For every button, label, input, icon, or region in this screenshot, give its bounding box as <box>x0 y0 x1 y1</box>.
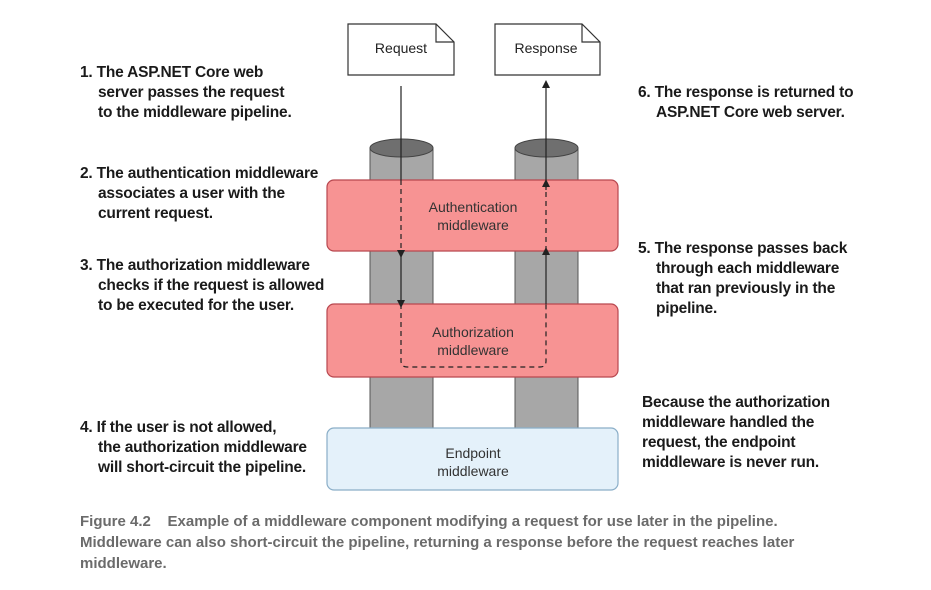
figure-caption: Figure 4.2 Example of a middleware compo… <box>80 511 880 574</box>
request-document: Request <box>347 23 455 76</box>
authentication-middleware-box: Authentication middleware <box>326 179 619 252</box>
note-step-3-line1: 3. The authorization middleware <box>80 257 310 274</box>
note-step-3-line2: checks if the request is allowed <box>98 277 325 294</box>
note-step-6-line1: 6. The response is returned to <box>638 84 854 101</box>
note-step-2-line3: current request. <box>98 205 213 222</box>
note-step-3-line3: to be executed for the user. <box>98 297 294 314</box>
endpoint-label-line1: Endpoint <box>445 445 500 461</box>
response-document: Response <box>494 23 601 76</box>
note-step-1-line3: to the middleware pipeline. <box>98 104 292 121</box>
request-label: Request <box>375 40 427 56</box>
authorization-label-line1: Authorization <box>432 324 514 340</box>
note-step-2-line2: associates a user with the <box>98 185 285 202</box>
response-label: Response <box>514 40 577 56</box>
note-endpoint-line3: request, the endpoint <box>642 434 796 451</box>
endpoint-middleware-box: Endpoint middleware <box>326 427 619 491</box>
note-endpoint-line1: Because the authorization <box>642 394 830 411</box>
note-step-4-line1: 4. If the user is not allowed, <box>80 419 277 436</box>
note-step-6-line2: ASP.NET Core web server. <box>656 104 845 121</box>
note-step-4-line3: will short-circuit the pipeline. <box>98 459 307 476</box>
note-step-5-line3: that ran previously in the <box>656 280 836 297</box>
note-step-5: 5. The response passes back through each… <box>638 239 847 319</box>
authentication-label-line1: Authentication <box>429 199 518 215</box>
note-step-1-line2: server passes the request <box>98 84 285 101</box>
endpoint-label-line2: middleware <box>437 463 509 479</box>
note-step-1-line1: 1. The ASP.NET Core web <box>80 64 264 81</box>
note-step-2-line1: 2. The authentication middleware <box>80 165 319 182</box>
note-step-6: 6. The response is returned to ASP.NET C… <box>638 83 854 123</box>
note-endpoint-line2: middleware handled the <box>642 414 815 431</box>
authorization-label-line2: middleware <box>437 342 509 358</box>
note-step-5-line1: 5. The response passes back <box>638 240 848 257</box>
authentication-label-line2: middleware <box>437 217 509 233</box>
note-step-2: 2. The authentication middleware associa… <box>80 164 318 224</box>
note-step-4-line2: the authorization middleware <box>98 439 307 456</box>
note-endpoint-not-run: Because the authorization middleware han… <box>642 393 830 473</box>
note-step-5-line2: through each middleware <box>656 260 840 277</box>
figure-caption-line2: Middleware can also short-circuit the pi… <box>80 534 795 551</box>
figure-caption-line1: Figure 4.2 Example of a middleware compo… <box>80 513 778 530</box>
request-flow-arrow <box>397 86 547 368</box>
authorization-middleware-box: Authorization middleware <box>326 303 619 378</box>
figure-caption-line3: middleware. <box>80 555 167 572</box>
note-step-1: 1. The ASP.NET Core web server passes th… <box>80 63 292 123</box>
note-step-3: 3. The authorization middleware checks i… <box>80 256 324 316</box>
note-step-5-line4: pipeline. <box>656 300 718 317</box>
note-step-4: 4. If the user is not allowed, the autho… <box>80 418 307 478</box>
note-endpoint-line4: middleware is never run. <box>642 454 819 471</box>
